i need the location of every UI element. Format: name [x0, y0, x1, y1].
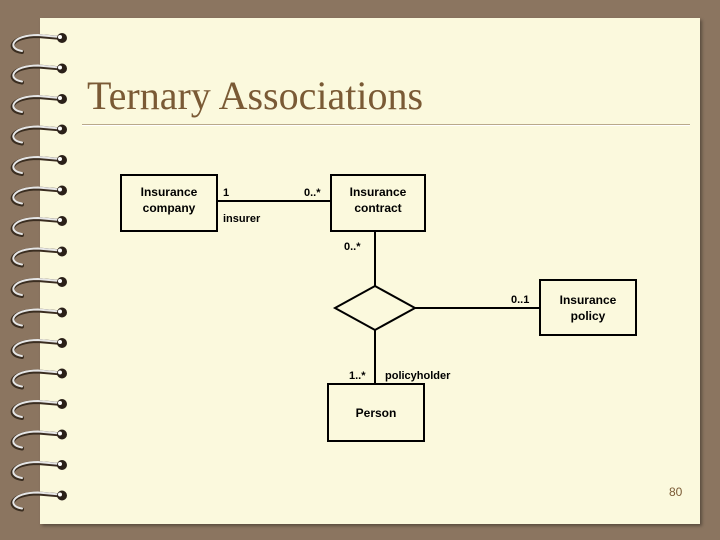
- ternary-association-diamond: [332, 284, 418, 332]
- spiral-binding: [10, 33, 67, 512]
- class-name-line: policy: [571, 309, 606, 323]
- binding-ring: [10, 216, 67, 237]
- slide-page: Ternary Associations Insurance company I…: [40, 18, 700, 524]
- class-box-insurance-contract: Insurance contract: [330, 174, 426, 232]
- class-name-line: Insurance: [141, 185, 198, 199]
- binding-ring: [10, 246, 67, 268]
- binding-ring: [10, 307, 67, 329]
- class-name-line: contract: [354, 201, 401, 215]
- binding-ring: [10, 185, 67, 207]
- slide-title: Ternary Associations: [87, 73, 424, 118]
- binding-ring: [10, 338, 67, 359]
- insurer-role-label: insurer: [223, 213, 261, 225]
- person-multiplicity: 1..*: [349, 370, 366, 382]
- company-multiplicity: 1: [223, 187, 229, 199]
- binding-ring: [10, 460, 67, 481]
- class-name-line: Insurance: [350, 185, 407, 199]
- binding-ring: [10, 277, 67, 298]
- binding-ring: [10, 429, 67, 451]
- class-name-line: Person: [356, 406, 397, 420]
- policy-multiplicity: 0..1: [511, 294, 529, 306]
- class-box-person: Person: [327, 383, 425, 442]
- contract-multiplicity-diamond: 0..*: [344, 241, 361, 253]
- class-name-line: company: [143, 201, 196, 215]
- binding-ring: [10, 124, 67, 146]
- binding-ring: [10, 368, 67, 390]
- class-box-insurance-policy: Insurance policy: [539, 279, 637, 336]
- binding-ring: [10, 490, 67, 512]
- policyholder-role-label: policyholder: [385, 370, 451, 382]
- uml-diagram: Insurance company Insurance contract Ins…: [120, 174, 637, 442]
- title-divider: [82, 124, 690, 126]
- contract-multiplicity-top: 0..*: [304, 187, 321, 199]
- class-name-line: Insurance: [560, 293, 617, 307]
- page-number: 80: [669, 485, 683, 499]
- class-box-insurance-company: Insurance company: [120, 174, 218, 232]
- binding-ring: [10, 399, 67, 420]
- binding-ring: [10, 63, 67, 85]
- binding-ring: [10, 33, 67, 54]
- binding-ring: [10, 94, 67, 115]
- binding-ring: [10, 155, 67, 176]
